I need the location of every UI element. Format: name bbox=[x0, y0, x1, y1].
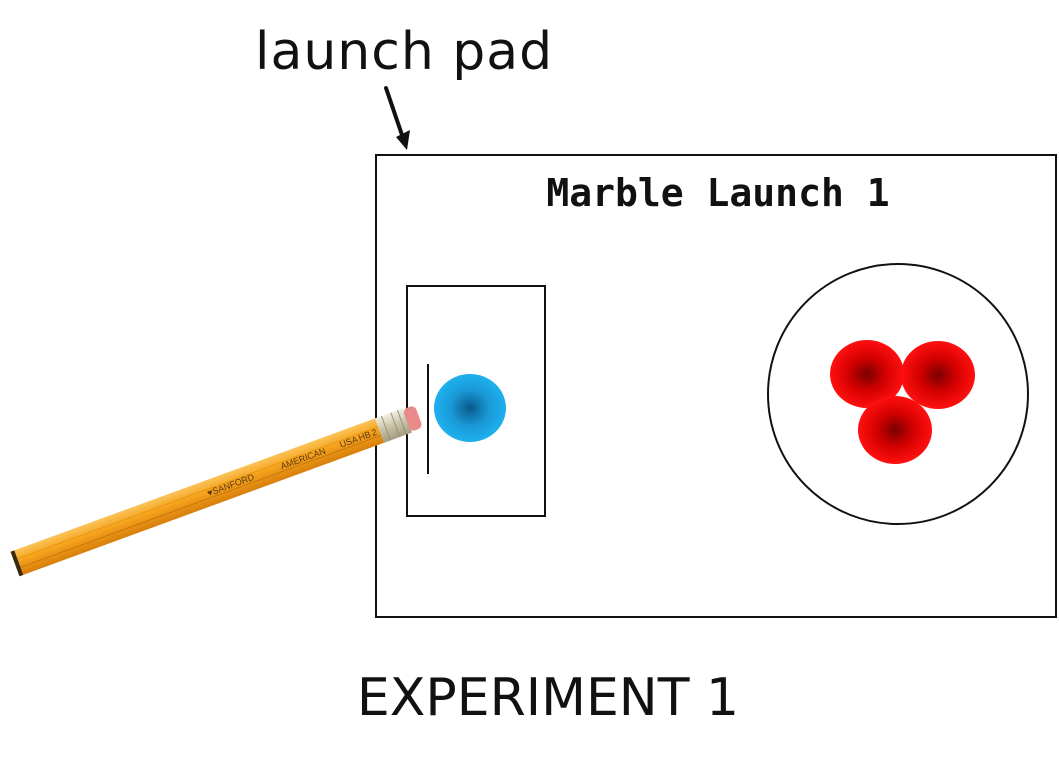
target-marble bbox=[858, 396, 932, 464]
pointer-arrow bbox=[384, 86, 410, 150]
pencil-number: 2 bbox=[370, 427, 378, 438]
launch-marble bbox=[434, 374, 506, 442]
target-marble bbox=[830, 340, 904, 408]
pencil: ♥SANFORD AMERICAN USA HB 2 bbox=[10, 406, 422, 577]
experiment-label: EXPERIMENT 1 bbox=[356, 668, 740, 728]
board-title: Marble Launch 1 bbox=[546, 171, 889, 215]
target-marble bbox=[901, 341, 975, 409]
launch-zone bbox=[406, 285, 546, 517]
pencil-grade: HB bbox=[357, 429, 372, 443]
target-circle bbox=[767, 263, 1029, 525]
launch-pad-label: launch pad bbox=[255, 22, 554, 82]
